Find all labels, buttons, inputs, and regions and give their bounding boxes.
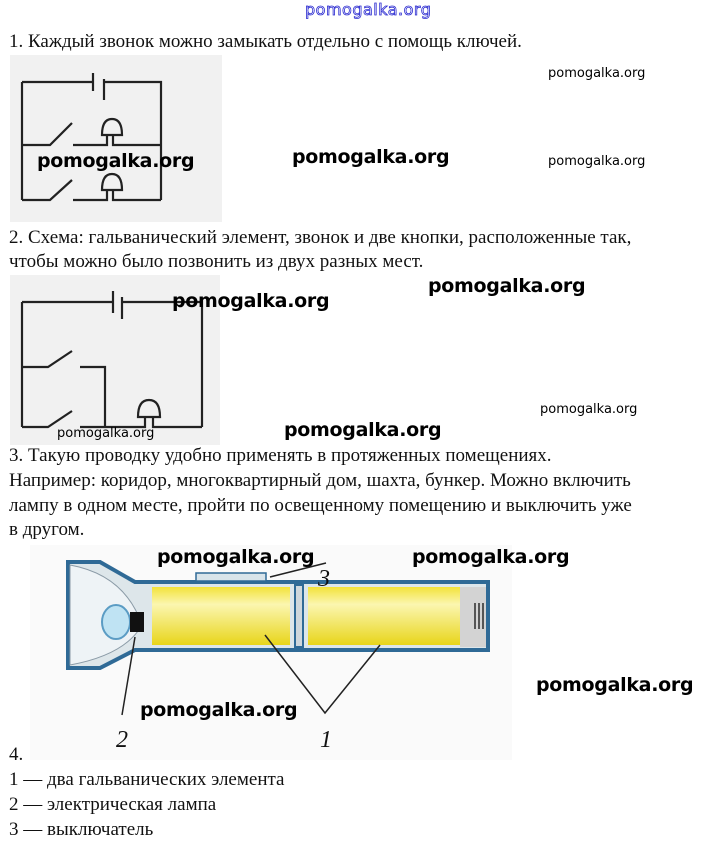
paragraph-3-line-2: Например: коридор, многоквартирный дом, … xyxy=(9,470,631,491)
circuit-diagram-1 xyxy=(10,55,222,222)
circuit-diagram-2 xyxy=(10,275,220,445)
watermark: pomogalka.org xyxy=(548,66,646,81)
paragraph-1: 1. Каждый звонок можно замыкать отдельно… xyxy=(9,31,522,52)
flashlight-diagram xyxy=(30,545,512,760)
figure-label-3: 3 xyxy=(318,566,330,592)
watermark: pomogalka.org xyxy=(172,290,330,312)
watermark: pomogalka.org xyxy=(412,546,570,568)
figure-label-1: 1 xyxy=(320,727,332,753)
watermark: pomogalka.org xyxy=(157,546,315,568)
watermark: pomogalka.org xyxy=(57,426,155,441)
watermark: pomogalka.org xyxy=(536,674,694,696)
watermark: pomogalka.org xyxy=(292,146,450,168)
paragraph-3-line-4: в другом. xyxy=(9,519,85,540)
legend-item-2: 2 — электрическая лампа xyxy=(9,794,217,815)
watermark: pomogalka.org xyxy=(140,699,298,721)
watermark: pomogalka.org xyxy=(428,275,586,297)
paragraph-4: 4. xyxy=(9,744,24,765)
legend-item-1: 1 — два гальванических элемента xyxy=(9,769,285,790)
watermark: pomogalka.org xyxy=(548,154,646,169)
paragraph-3-line-3: лампу в одном месте, пройти по освещенно… xyxy=(9,495,632,516)
watermark-top: pomogalka.org xyxy=(305,0,432,19)
figure-label-2: 2 xyxy=(116,727,128,753)
watermark: pomogalka.org xyxy=(540,402,638,417)
paragraph-2-line-2: чтобы можно было позвонить из двух разны… xyxy=(9,251,424,272)
watermark: pomogalka.org xyxy=(284,419,442,441)
paragraph-2-line-1: 2. Схема: гальванический элемент, звонок… xyxy=(9,227,632,248)
watermark: pomogalka.org xyxy=(37,150,195,172)
paragraph-3-line-1: 3. Такую проводку удобно применять в про… xyxy=(9,445,552,466)
legend-item-3: 3 — выключатель xyxy=(9,819,154,840)
